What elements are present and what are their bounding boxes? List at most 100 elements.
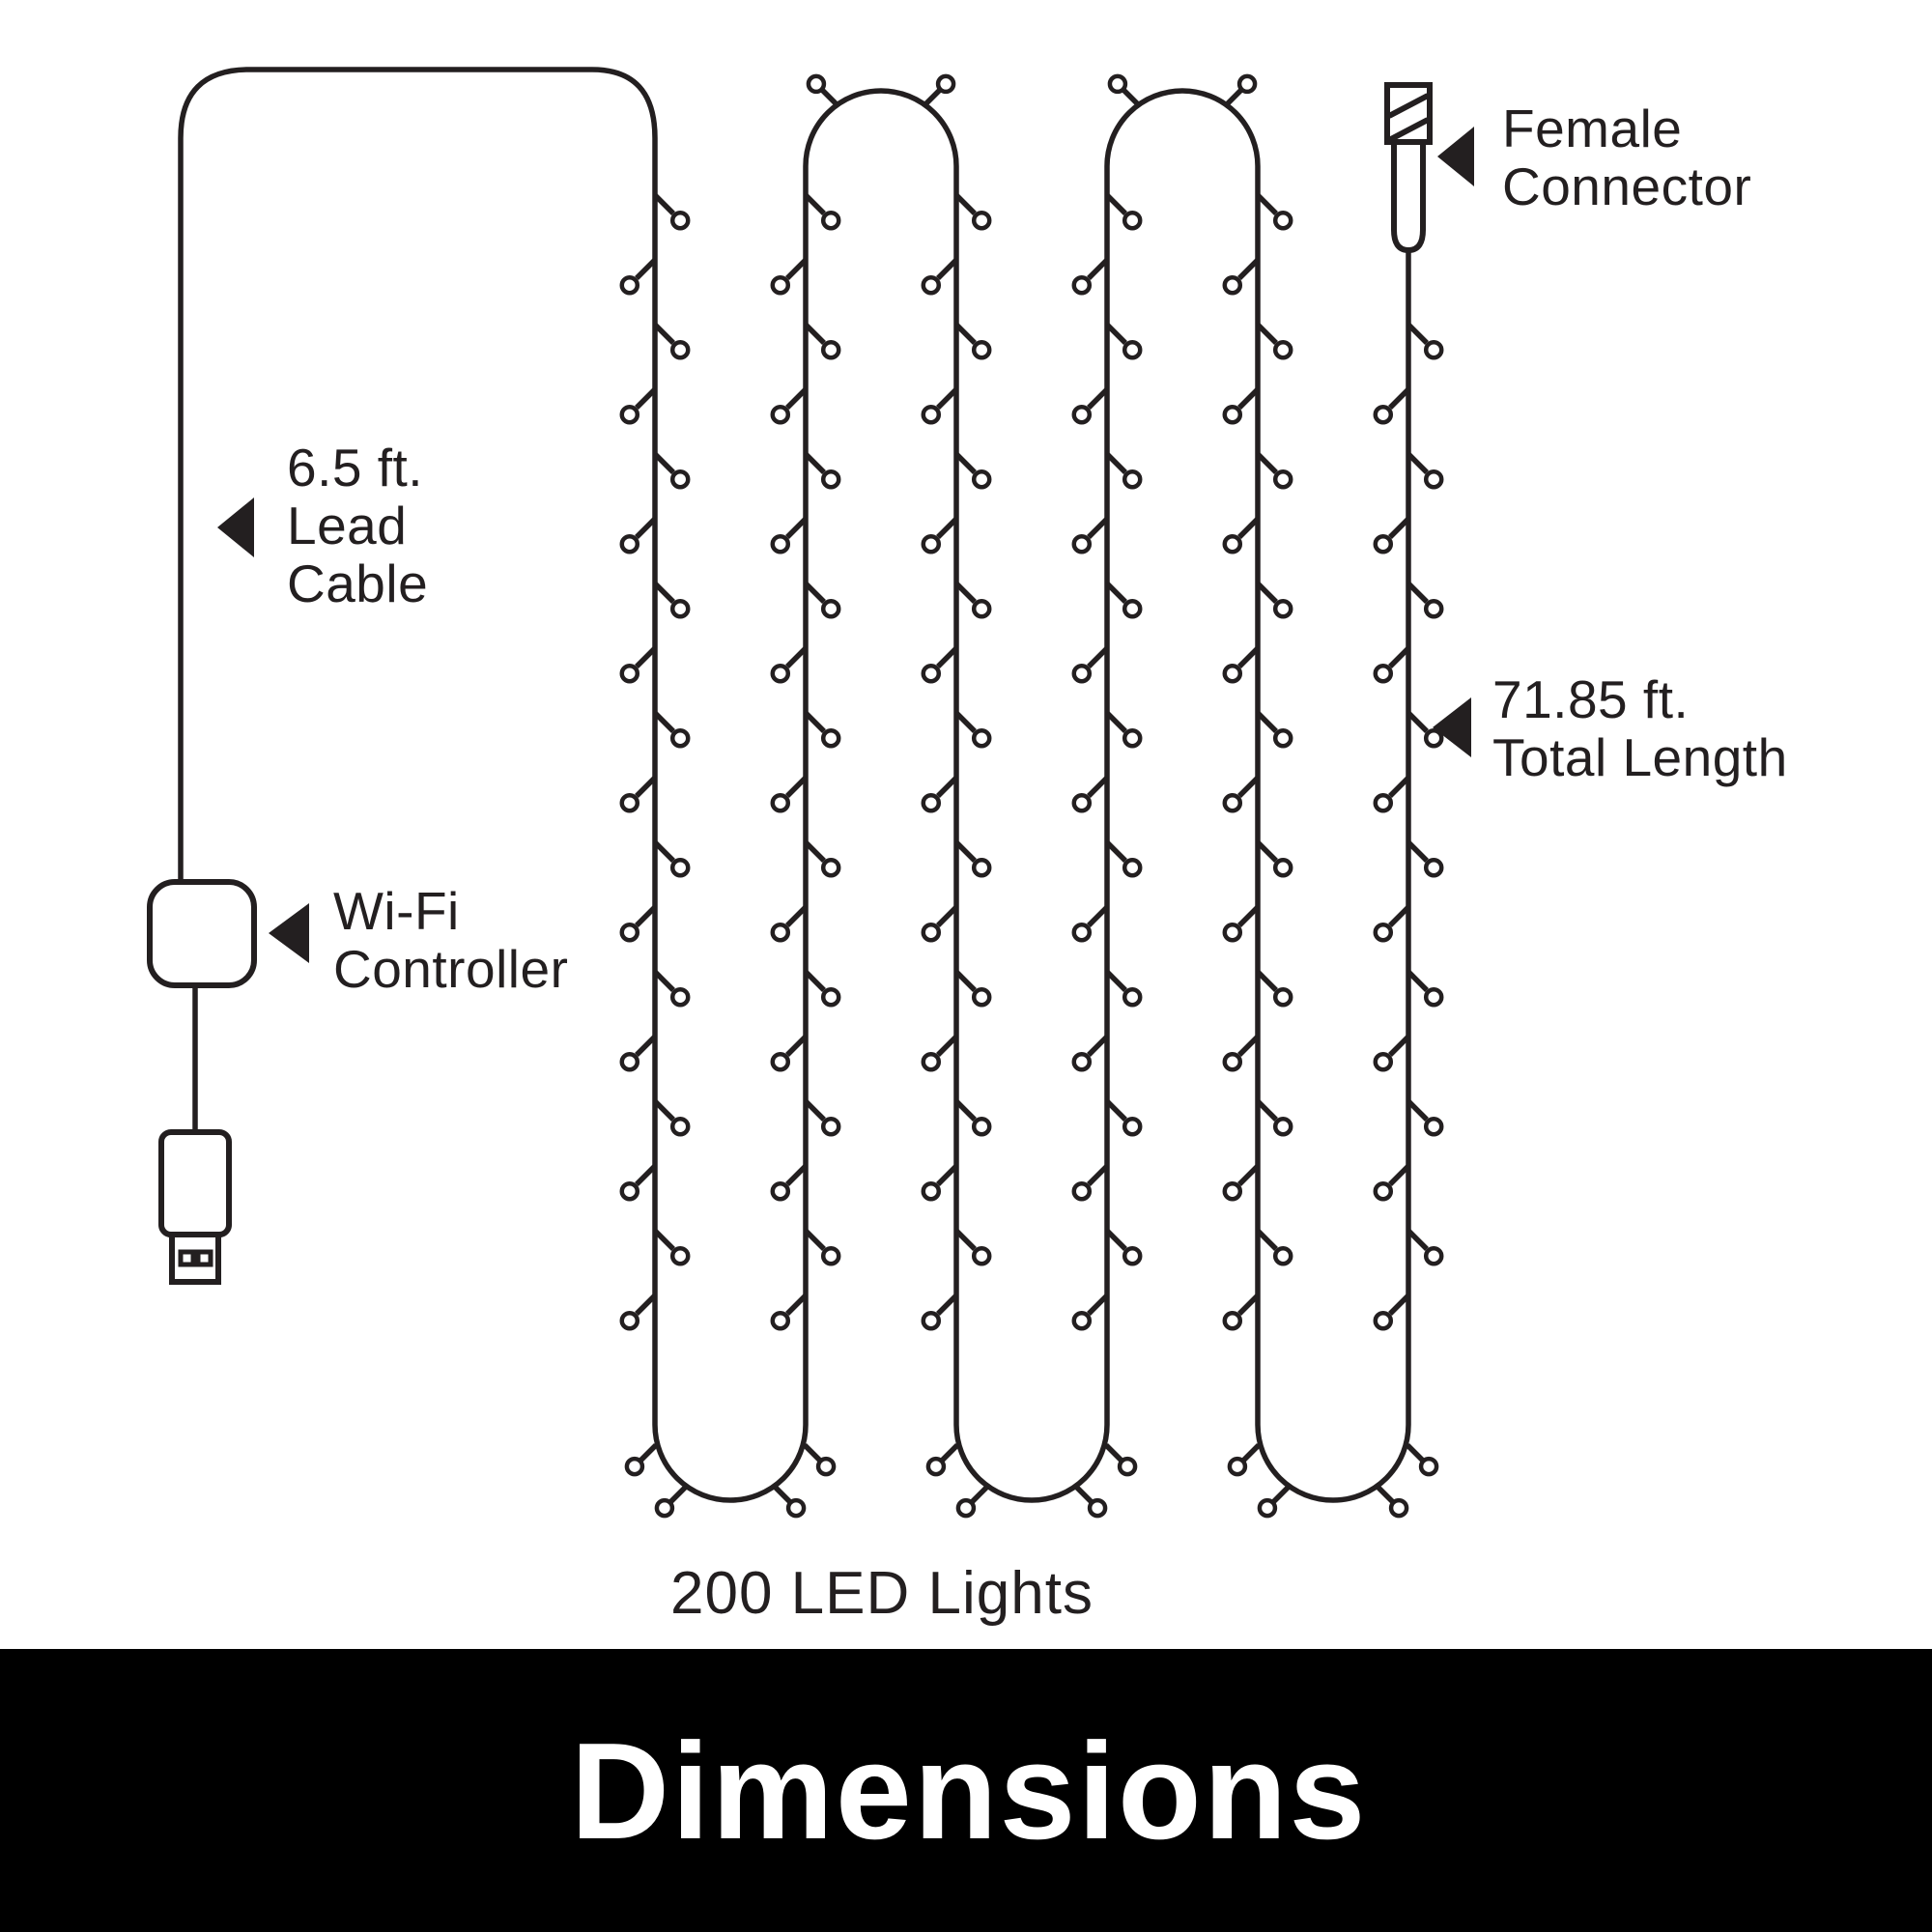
led-stem	[1256, 452, 1278, 474]
led-stem	[653, 323, 675, 345]
banner-background	[0, 1649, 1932, 1932]
led-bulb	[1272, 598, 1293, 619]
led-stem	[1388, 1293, 1410, 1316]
led-bulb	[669, 210, 691, 231]
led-bulb	[971, 857, 992, 878]
led-stem	[1388, 1035, 1410, 1057]
led-bulb	[770, 1310, 791, 1331]
led-bulb	[820, 857, 841, 878]
led-bulb	[770, 663, 791, 684]
led-stem	[1105, 1099, 1127, 1122]
led-bulb	[619, 274, 640, 296]
led-bulb	[669, 339, 691, 360]
led-stem	[936, 1293, 958, 1316]
led-bulb	[1272, 727, 1293, 749]
led-bulb	[785, 1497, 807, 1519]
led-stem	[653, 711, 675, 733]
led-stem	[954, 1229, 977, 1251]
led-bulb	[1373, 404, 1394, 425]
led-stem	[1388, 1164, 1410, 1186]
led-stem	[639, 1443, 658, 1463]
led-bulbs	[619, 73, 1444, 1519]
led-stem	[954, 711, 977, 733]
led-bulb	[669, 986, 691, 1008]
led-stem	[1388, 776, 1410, 798]
led-bulb	[1373, 663, 1394, 684]
led-bulb	[619, 663, 640, 684]
led-bulb	[1122, 857, 1143, 878]
led-stem	[1087, 1164, 1109, 1186]
led-bulb	[971, 469, 992, 490]
led-bulb	[1423, 986, 1444, 1008]
led-bulb	[1071, 922, 1093, 943]
led-bulb	[1107, 73, 1128, 95]
led-stem	[954, 840, 977, 863]
led-bulb	[921, 1180, 942, 1202]
led-stem	[635, 646, 657, 668]
led-stem	[1105, 582, 1127, 604]
led-bulb	[1071, 1051, 1093, 1072]
led-stem	[803, 1443, 822, 1463]
led-stem	[635, 1035, 657, 1057]
led-stem	[635, 905, 657, 927]
led-stem	[1237, 387, 1260, 410]
led-bulb	[815, 1456, 837, 1477]
led-stem	[954, 452, 977, 474]
led-bulb	[619, 1180, 640, 1202]
led-stem	[936, 1035, 958, 1057]
led-stem	[1237, 646, 1260, 668]
led-stem	[635, 258, 657, 280]
led-stem	[804, 840, 826, 863]
led-stem	[1376, 1485, 1395, 1504]
led-bulb	[1222, 404, 1243, 425]
led-stem	[1087, 776, 1109, 798]
led-bulb	[971, 339, 992, 360]
led-stem	[820, 88, 839, 107]
led-stem	[1237, 517, 1260, 539]
led-bulb	[921, 404, 942, 425]
led-stem	[1406, 452, 1429, 474]
led-stem	[1087, 258, 1109, 280]
led-stem	[923, 88, 942, 107]
led-stem	[804, 711, 826, 733]
led-bulb	[1272, 986, 1293, 1008]
led-bulb	[1257, 1497, 1278, 1519]
led-bulb	[921, 792, 942, 813]
led-bulb	[1423, 598, 1444, 619]
led-bulb	[1272, 1245, 1293, 1266]
led-bulb	[955, 1497, 977, 1519]
led-stem	[936, 646, 958, 668]
led-stem	[1406, 970, 1429, 992]
led-bulb	[1122, 339, 1143, 360]
led-bulb	[1071, 792, 1093, 813]
led-stem	[785, 1293, 808, 1316]
led-stem	[1406, 840, 1429, 863]
led-bulb	[1373, 1180, 1394, 1202]
led-stem	[804, 1229, 826, 1251]
led-stem	[954, 1099, 977, 1122]
led-stem	[1406, 711, 1429, 733]
led-stem	[1256, 970, 1278, 992]
led-bulb	[1423, 727, 1444, 749]
led-bulb	[654, 1497, 675, 1519]
led-stem	[1256, 711, 1278, 733]
led-stem	[970, 1485, 989, 1504]
led-stem	[1105, 840, 1127, 863]
led-stem	[1406, 1099, 1429, 1122]
led-stem	[804, 582, 826, 604]
led-stem	[653, 1099, 675, 1122]
led-bulb	[1071, 533, 1093, 554]
led-bulb	[1122, 210, 1143, 231]
led-bulb	[1222, 1180, 1243, 1202]
led-bulb	[1373, 533, 1394, 554]
led-stem	[1087, 905, 1109, 927]
led-stem	[1087, 517, 1109, 539]
led-stem	[1256, 323, 1278, 345]
led-bulb	[1222, 274, 1243, 296]
led-stem	[785, 517, 808, 539]
led-stem	[1237, 258, 1260, 280]
led-stem	[1256, 582, 1278, 604]
led-bulb	[1227, 1456, 1248, 1477]
led-stem	[1224, 88, 1243, 107]
